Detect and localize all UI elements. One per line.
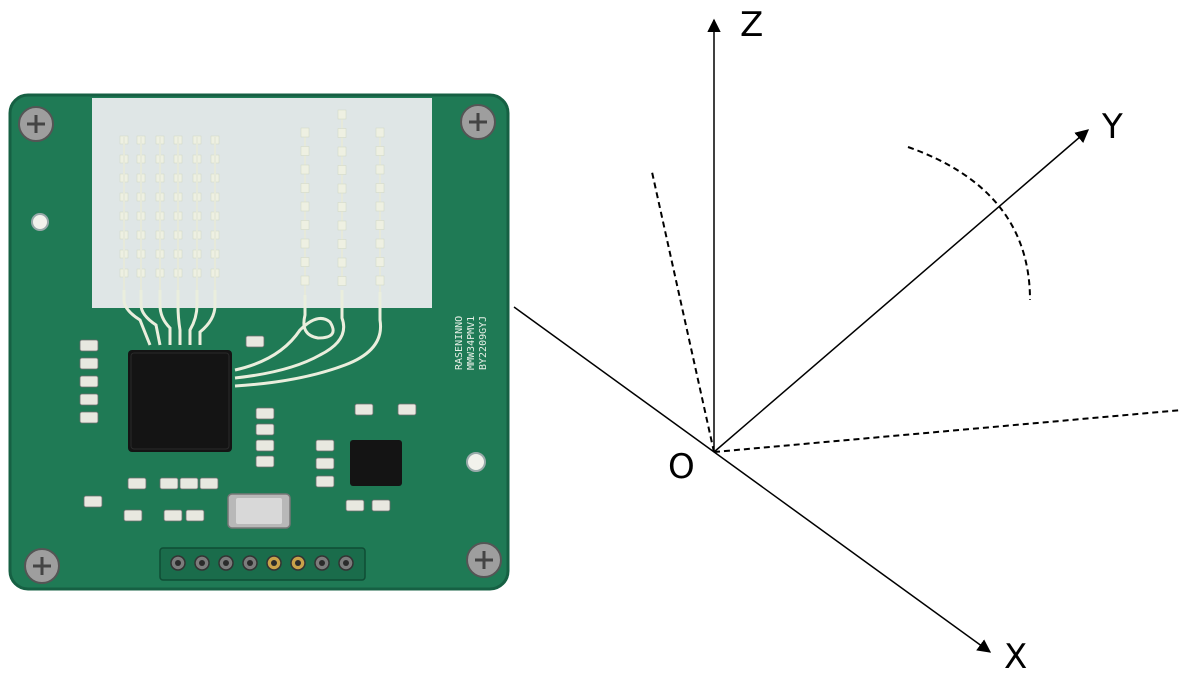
smd-component	[79, 375, 99, 388]
smd-component	[371, 499, 391, 512]
silkscreen-line-2: MMW34PMV1	[466, 316, 477, 370]
secondary-chip	[350, 440, 402, 486]
antenna-patch	[375, 183, 385, 193]
feed-traces	[122, 290, 383, 388]
smd-component	[79, 411, 99, 424]
antenna-patch	[300, 257, 310, 267]
smd-component	[255, 439, 275, 452]
antenna-patch	[375, 164, 385, 175]
smd-component	[255, 407, 275, 420]
pin-header	[159, 547, 366, 581]
smd-component	[315, 457, 335, 470]
mounting-screws	[18, 104, 502, 584]
antenna-patch	[337, 165, 347, 175]
smd-component	[255, 455, 275, 468]
smd-component	[315, 475, 335, 488]
antenna-patch	[375, 257, 385, 267]
antenna-patch	[375, 127, 385, 138]
mounting-hole-left	[31, 213, 49, 231]
smd-component	[159, 477, 179, 490]
tx-antenna-array	[119, 135, 220, 292]
smd-component	[79, 357, 99, 370]
antenna-patch	[300, 146, 310, 156]
smd-component	[315, 439, 335, 452]
origin-label: O	[668, 447, 695, 487]
antenna-patch	[337, 257, 347, 268]
z-axis-label: Z	[740, 5, 763, 45]
x-axis	[513, 306, 992, 653]
smd-component	[83, 495, 103, 508]
smd-component	[79, 393, 99, 406]
antenna-patch	[300, 183, 310, 193]
x-axis-label: X	[1004, 637, 1027, 677]
antenna-area	[92, 98, 432, 308]
antenna-patch	[300, 220, 310, 230]
antenna-patch	[337, 109, 347, 120]
silkscreen-line-3: BY2209GYJ	[478, 316, 489, 370]
smd-component	[354, 403, 374, 416]
smd-component	[179, 477, 199, 490]
smd-component	[397, 403, 417, 416]
antenna-patch	[337, 239, 347, 249]
antenna-patch	[300, 275, 310, 286]
antenna-patch	[375, 275, 385, 286]
antenna-patch	[337, 183, 347, 194]
antenna-patch	[375, 201, 385, 212]
antenna-patch	[300, 201, 310, 212]
silkscreen-line-1: RASENINNO	[454, 316, 465, 370]
antenna-patch	[300, 238, 310, 249]
passive-components	[79, 335, 417, 522]
smd-component	[79, 339, 99, 352]
antenna-patch	[337, 220, 347, 231]
antenna-patch	[300, 127, 310, 138]
silkscreen-text: RASENINNO MMW34PMV1 BY2209GYJ	[454, 316, 489, 370]
antenna-patch	[375, 220, 385, 230]
smd-component	[163, 509, 183, 522]
smd-component	[127, 477, 147, 490]
antenna-patch	[300, 164, 310, 175]
smd-component	[199, 477, 219, 490]
antenna-patch	[375, 238, 385, 249]
antenna-patch	[337, 202, 347, 212]
smd-component	[345, 499, 365, 512]
dashed-angle-arc	[907, 146, 1031, 301]
coordinate-system	[513, 18, 1183, 653]
y-axis-label: Y	[1101, 107, 1123, 147]
dashed-azimuth-line	[713, 409, 1183, 453]
antenna-patch	[337, 276, 347, 286]
antenna-patch	[337, 146, 347, 157]
smd-component	[255, 423, 275, 436]
rx-antenna-array	[300, 109, 385, 298]
antenna-patch	[375, 146, 385, 156]
y-axis	[713, 129, 1090, 453]
mounting-hole-right	[466, 452, 486, 472]
radar-chip	[128, 350, 232, 452]
smd-component	[245, 335, 265, 348]
smd-component	[123, 509, 143, 522]
antenna-patch	[337, 128, 347, 138]
smd-component	[185, 509, 205, 522]
radar-board: RASENINNO MMW34PMV1 BY2209GYJ	[8, 93, 510, 591]
dashed-elevation-line	[651, 171, 715, 453]
